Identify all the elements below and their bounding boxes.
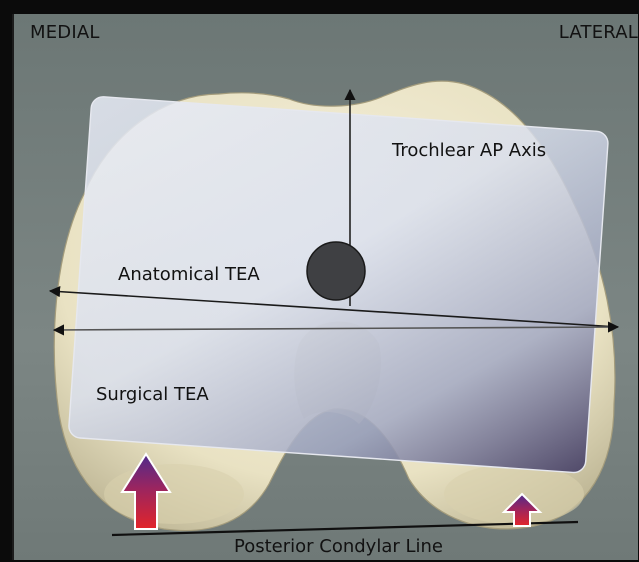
lateral-label: LATERAL xyxy=(559,22,638,43)
knee-render-viewport: MEDIAL LATERAL Trochlear AP Axis Anatomi… xyxy=(12,14,638,560)
surgical-tea-label: Surgical TEA xyxy=(96,384,209,405)
knee-diagram-svg xyxy=(14,14,638,560)
posterior-condylar-line-label: Posterior Condylar Line xyxy=(234,536,443,557)
anatomical-tea-label: Anatomical TEA xyxy=(118,264,260,285)
center-marker xyxy=(307,242,365,300)
medial-label: MEDIAL xyxy=(30,22,100,43)
trochlear-ap-axis-label: Trochlear AP Axis xyxy=(392,140,546,161)
